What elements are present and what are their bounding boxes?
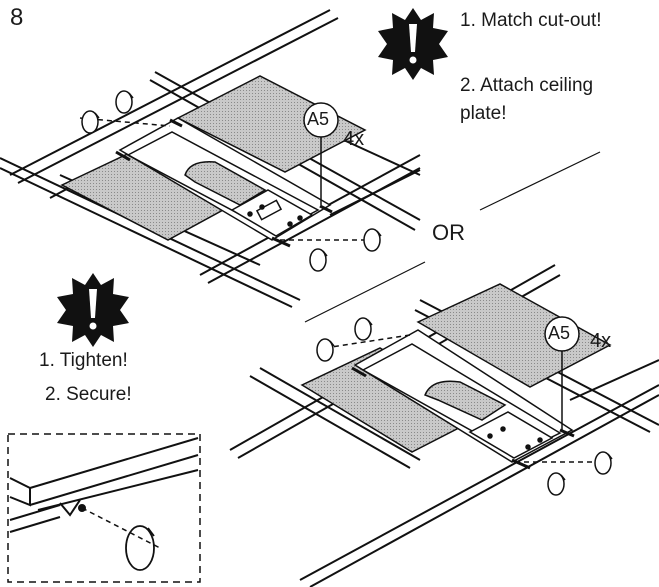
screws-top [79,90,382,272]
warning-top-line-1: 1. Match cut-out! [460,10,602,31]
ceiling-plate-bottom [351,329,575,470]
step-number: 8 [10,4,24,31]
separator-label: OR [432,220,465,245]
separator-line-lower [304,261,426,323]
warning-top-line-3: plate! [460,103,507,124]
separator-line-upper [479,151,601,211]
ceiling-plate-top [115,117,333,248]
screws-bottom [316,317,613,496]
callout-top [303,102,339,205]
part-label-top: A5 [307,109,330,129]
part-quantity-bottom: 4x [590,330,612,352]
warning-left-line-2: 2. Secure! [45,384,132,405]
part-quantity-top: 4x [343,128,365,150]
callout-bottom [544,316,580,430]
warning-top-line-2: 2. Attach ceiling [460,75,594,96]
warning-left-line-1: 1. Tighten! [39,350,128,371]
part-label-bottom: A5 [548,323,571,343]
detail-inset [7,433,201,583]
